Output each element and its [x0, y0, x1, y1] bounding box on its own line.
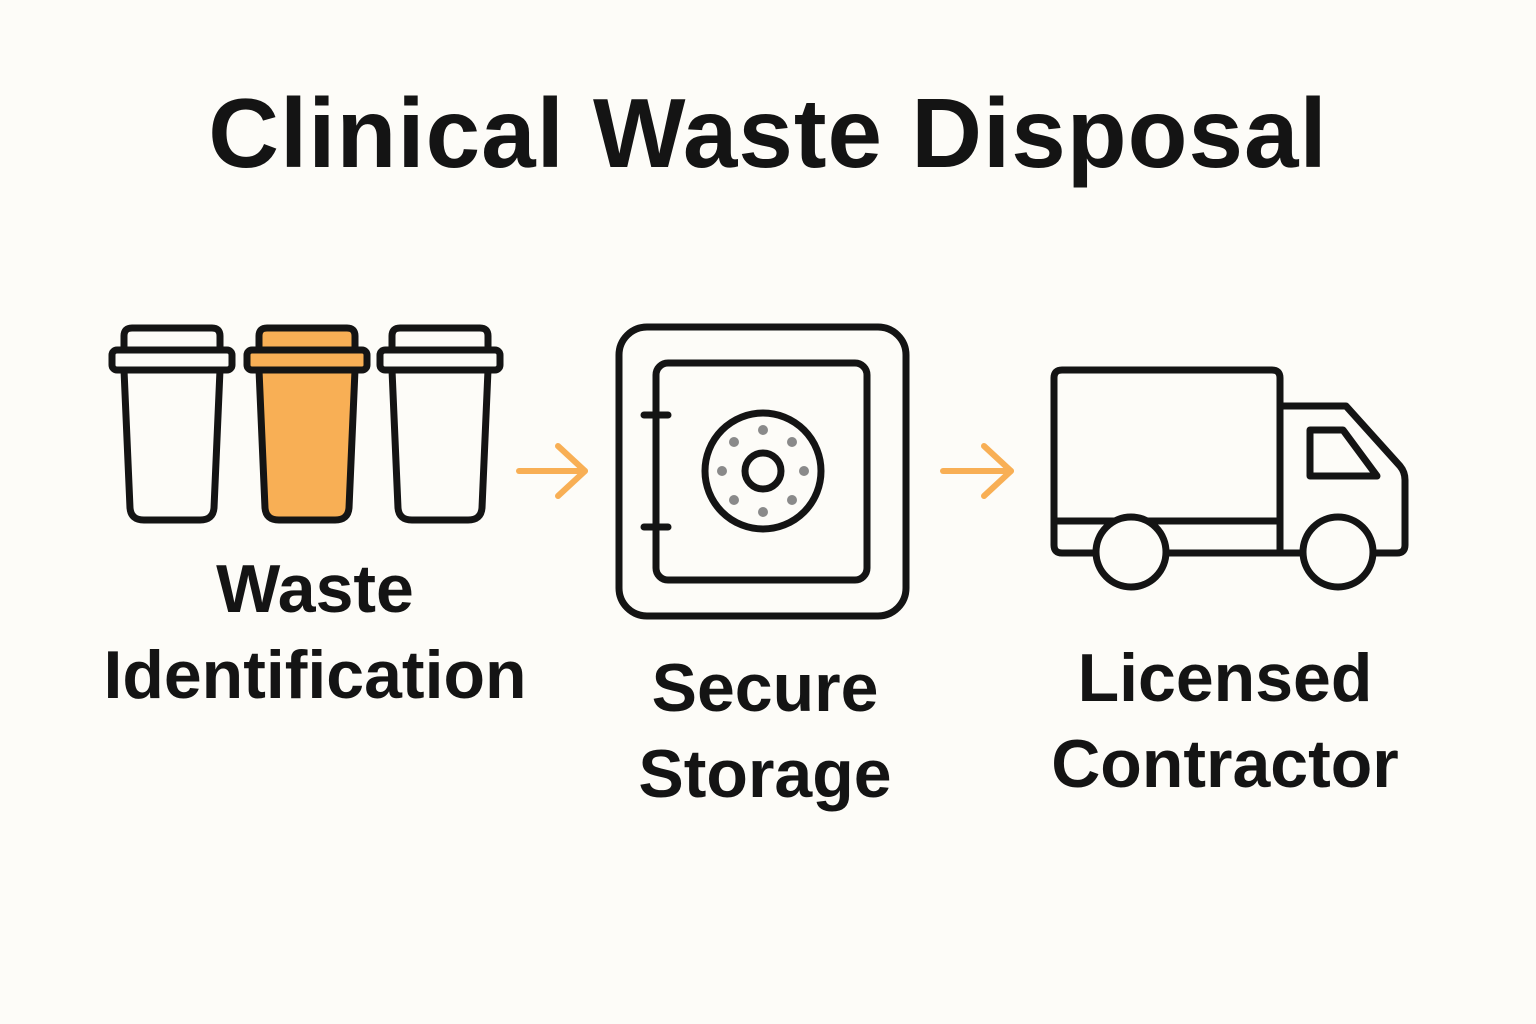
page-title: Clinical Waste Disposal — [208, 78, 1328, 188]
step-label-secure-storage: Secure Storage — [530, 645, 1000, 817]
dial-center-icon — [741, 449, 785, 493]
bin-left-icon — [108, 324, 236, 524]
step-label-line: Waste — [216, 551, 414, 627]
step-label-waste-identification: Waste Identification — [60, 546, 570, 718]
step-label-line: Storage — [638, 736, 892, 812]
truck-cab-icon — [1276, 402, 1409, 557]
step-label-licensed-contractor: Licensed Contractor — [990, 635, 1460, 807]
safe-icon — [615, 323, 910, 620]
step-label-line: Secure — [651, 650, 879, 726]
truck-cargo-box-icon — [1050, 366, 1284, 557]
dial-marks-icon — [717, 425, 809, 517]
step-label-line: Identification — [103, 637, 527, 713]
truck-wheel-front-icon — [1299, 513, 1377, 591]
arrow-right-icon — [516, 443, 588, 499]
arrow-right-icon — [940, 443, 1014, 499]
bin-middle-icon — [243, 324, 371, 524]
truck-icon — [1050, 366, 1409, 591]
bin-right-icon — [376, 324, 504, 524]
step-label-line: Contractor — [1051, 726, 1399, 802]
truck-wheel-rear-icon — [1092, 513, 1170, 591]
step-label-line: Licensed — [1077, 640, 1373, 716]
waste-bins-icon — [108, 324, 504, 524]
dial-icon — [701, 409, 825, 533]
truck-window-icon — [1306, 426, 1381, 480]
